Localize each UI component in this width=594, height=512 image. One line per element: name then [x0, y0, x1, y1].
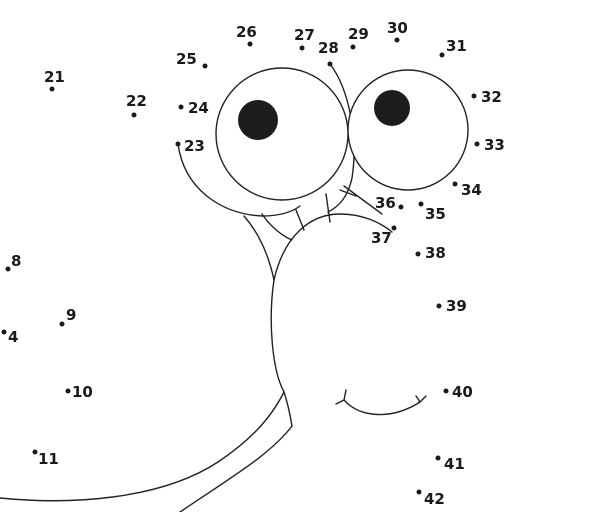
dot-label: 42 — [424, 490, 445, 508]
dot-22[interactable]: 22 — [126, 92, 147, 118]
dot-21[interactable]: 21 — [44, 68, 65, 92]
right-eye — [347, 69, 469, 191]
mouth-right-corner — [415, 395, 427, 404]
dot-label: 24 — [188, 99, 209, 117]
tick-2 — [325, 193, 331, 223]
dot-label: 41 — [444, 455, 465, 473]
dot-28[interactable]: 28 — [318, 39, 339, 67]
dot-label: 23 — [184, 137, 205, 155]
dot-label: 21 — [44, 68, 65, 86]
dot-label: 30 — [387, 19, 408, 37]
dot-26[interactable]: 26 — [236, 23, 257, 47]
dot-31[interactable]: 31 — [439, 37, 467, 58]
dot-8[interactable]: 8 — [5, 252, 22, 272]
dot-4[interactable]: 4 — [1, 328, 19, 346]
dot-11[interactable]: 11 — [32, 449, 59, 469]
dot-label: 10 — [72, 383, 93, 401]
dot-10[interactable]: 10 — [65, 383, 93, 401]
dot-33[interactable]: 33 — [474, 136, 505, 154]
neck-left — [243, 215, 275, 281]
dot-label: 4 — [8, 328, 18, 346]
left-eye-pupil — [238, 100, 278, 140]
character-outline — [0, 63, 427, 512]
dot-label: 36 — [375, 194, 396, 212]
dot-25[interactable]: 25 — [176, 50, 208, 69]
tick-3 — [339, 189, 357, 197]
dot-32[interactable]: 32 — [471, 88, 502, 106]
dot-label: 40 — [452, 383, 473, 401]
left-eye-white — [215, 67, 349, 201]
dot-29[interactable]: 29 — [348, 25, 369, 50]
dot-24[interactable]: 24 — [178, 99, 209, 117]
body-inner-outline — [179, 425, 293, 512]
tick-4 — [343, 185, 383, 215]
dot-label: 37 — [371, 229, 392, 247]
tick-1 — [295, 209, 305, 231]
dot-label: 39 — [446, 297, 467, 315]
dot-36[interactable]: 36 — [375, 194, 404, 212]
dot-label: 9 — [66, 306, 76, 324]
dot-label: 35 — [425, 205, 446, 223]
mouth — [343, 399, 421, 416]
dot-label: 38 — [425, 244, 446, 262]
right-eye-white — [347, 69, 469, 191]
dot-40[interactable]: 40 — [443, 383, 473, 401]
dot-label: 26 — [236, 23, 257, 41]
dot-label: 25 — [176, 50, 197, 68]
dot-label: 31 — [446, 37, 467, 55]
dot-39[interactable]: 39 — [436, 297, 467, 315]
dot-label: 33 — [484, 136, 505, 154]
body-outline — [0, 391, 285, 502]
dot-label: 8 — [11, 252, 21, 270]
left-eye — [215, 67, 349, 201]
dot-label: 11 — [38, 450, 59, 468]
dot-9[interactable]: 9 — [59, 306, 77, 327]
head-left-contour-2 — [283, 391, 293, 427]
head-top — [273, 213, 393, 281]
dot-label: 27 — [294, 26, 315, 44]
dot-41[interactable]: 41 — [435, 455, 465, 473]
mouth-left-corner — [335, 389, 347, 405]
dot-35[interactable]: 35 — [418, 201, 446, 224]
dot-27[interactable]: 27 — [294, 26, 315, 51]
dot-42[interactable]: 42 — [416, 489, 445, 509]
numbered-dots: 21 22 23 24 25 26 27 28 29 30 31 32 33 3… — [1, 19, 505, 509]
dot-label: 34 — [461, 181, 482, 199]
dot-label: 29 — [348, 25, 369, 43]
dot-37[interactable]: 37 — [371, 225, 397, 248]
dot-23[interactable]: 23 — [175, 137, 205, 155]
head-left-contour — [270, 279, 285, 393]
dot-38[interactable]: 38 — [415, 244, 446, 262]
dot-label: 32 — [481, 88, 502, 106]
left-brow-curve — [177, 143, 301, 217]
dot-label: 22 — [126, 92, 147, 110]
stalk-line — [327, 63, 355, 213]
neck-right — [261, 213, 293, 241]
dot-30[interactable]: 30 — [387, 19, 408, 43]
right-eye-pupil — [374, 90, 410, 126]
dot-34[interactable]: 34 — [452, 181, 482, 199]
dot-label: 28 — [318, 39, 339, 57]
